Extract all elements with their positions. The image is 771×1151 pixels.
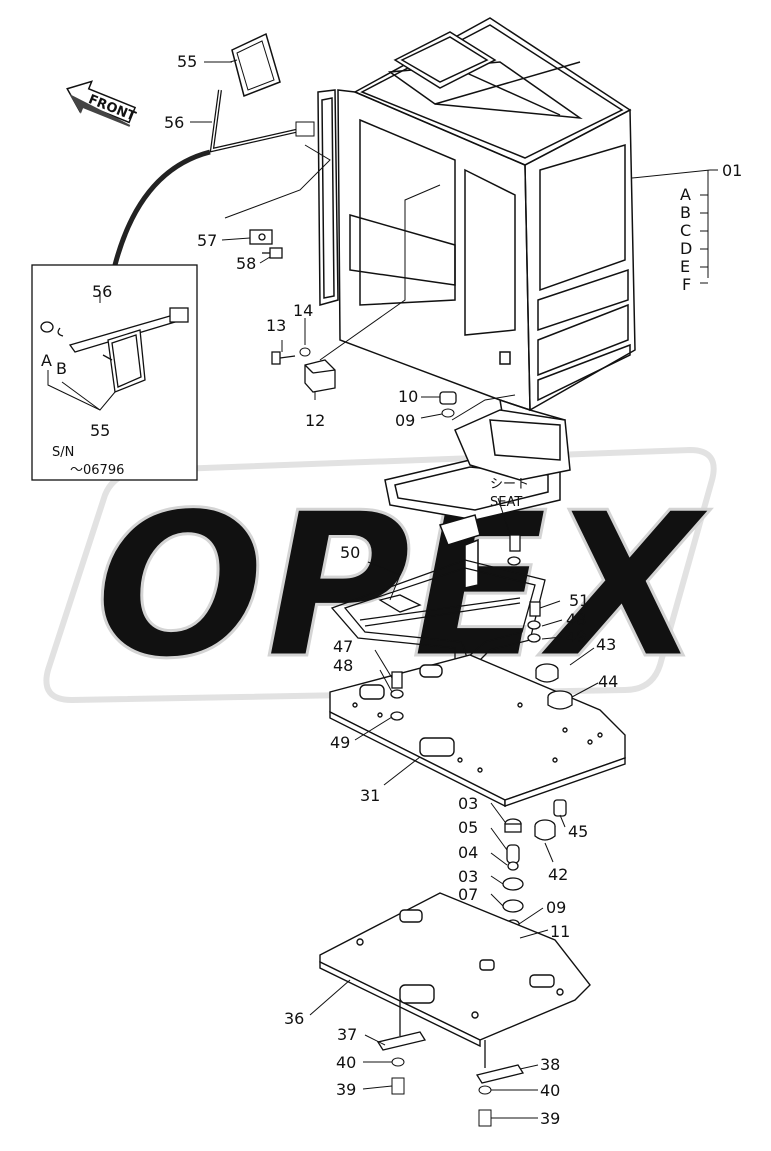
variant-e: E <box>680 257 690 276</box>
part-56-top: 56 <box>164 113 184 132</box>
bolt-13 <box>271 351 296 365</box>
seat-label-en: SEAT <box>490 495 522 510</box>
washer-40-left <box>391 1057 405 1067</box>
part-03-top: 03 <box>458 794 478 813</box>
part-51: 51 <box>569 591 589 610</box>
part-44: 44 <box>598 672 618 691</box>
variant-d: D <box>680 239 692 258</box>
part-09-bottom: 09 <box>546 898 566 917</box>
mirror-top <box>229 32 281 98</box>
bolt-10 <box>439 391 457 405</box>
inset-box <box>31 264 198 481</box>
stopper-45 <box>553 799 567 817</box>
bolt-39-left <box>391 1077 405 1095</box>
block-12 <box>304 359 336 393</box>
part-37: 37 <box>337 1025 357 1044</box>
front-arrow: FRONT <box>66 80 138 127</box>
variant-b: B <box>680 203 691 222</box>
washer-40-right <box>478 1085 492 1095</box>
part-43: 43 <box>596 635 616 654</box>
mount-44 <box>547 690 573 710</box>
part-48-left: 48 <box>333 656 353 675</box>
part-55-top: 55 <box>177 52 197 71</box>
part-31: 31 <box>360 786 380 805</box>
part-11: 11 <box>550 922 570 941</box>
link-band <box>112 149 211 266</box>
part-09-top: 09 <box>395 411 415 430</box>
part-49-left: 49 <box>330 733 350 752</box>
leader-lines <box>190 61 718 421</box>
part-10: 10 <box>398 387 418 406</box>
mount-42 <box>534 819 556 841</box>
part-57: 57 <box>197 231 217 250</box>
part-58: 58 <box>236 254 256 273</box>
part-03-bottom: 03 <box>458 867 478 886</box>
part-39-left: 39 <box>336 1080 356 1099</box>
variant-a: A <box>680 185 691 204</box>
variant-c: C <box>680 221 691 240</box>
seat-bolt <box>507 534 521 566</box>
washer-09-top <box>441 408 455 418</box>
part-07: 07 <box>458 885 478 904</box>
part-04: 04 <box>458 843 478 862</box>
part-55-inset: 55 <box>90 421 110 440</box>
part-47: 47 <box>333 637 353 656</box>
part-12: 12 <box>305 411 325 430</box>
part-40-right: 40 <box>540 1081 560 1100</box>
part-01: 01 <box>722 161 742 180</box>
part-50: 50 <box>340 543 360 562</box>
bolt-39-right <box>478 1109 492 1127</box>
cab <box>317 17 636 441</box>
inset-label-a: A <box>41 351 52 370</box>
bolt-47 <box>390 671 404 721</box>
bracket-38 <box>475 1040 525 1084</box>
part-38: 38 <box>540 1055 560 1074</box>
inset-sn-range: ～06796 <box>70 463 124 478</box>
part-42: 42 <box>548 865 568 884</box>
part-45: 45 <box>568 822 588 841</box>
part-14: 14 <box>293 301 313 320</box>
part-13: 13 <box>266 316 286 335</box>
leader-lines-lower <box>309 497 599 1119</box>
inset-label-b: B <box>56 359 67 378</box>
part-39-right: 39 <box>540 1109 560 1128</box>
part-labels: 55 56 57 58 56 A B 55 S/N ～06796 13 14 1… <box>41 52 742 1128</box>
part-40-left: 40 <box>336 1053 356 1072</box>
part-36: 36 <box>284 1009 304 1028</box>
part-48-right: 48 <box>566 610 586 629</box>
seat-label-jp: シート <box>490 477 529 492</box>
mount-43 <box>535 663 559 683</box>
seat <box>384 409 571 589</box>
watermark: OPEX <box>43 446 717 705</box>
mirror-stay-top <box>209 89 315 153</box>
bracket-37 <box>376 1000 427 1051</box>
cab-variant-column: A B C D E F <box>631 169 711 294</box>
variant-f: F <box>682 275 691 294</box>
bracket-57 <box>249 229 273 245</box>
bolt-58 <box>262 247 283 259</box>
part-49-right: 49 <box>566 627 586 646</box>
bolt-51 <box>527 601 541 643</box>
front-arrow-label: FRONT <box>86 92 138 125</box>
part-05: 05 <box>458 818 478 837</box>
part-56-inset: 56 <box>92 282 112 301</box>
washer-14 <box>299 347 311 357</box>
inset-sn-label: S/N <box>52 445 74 460</box>
